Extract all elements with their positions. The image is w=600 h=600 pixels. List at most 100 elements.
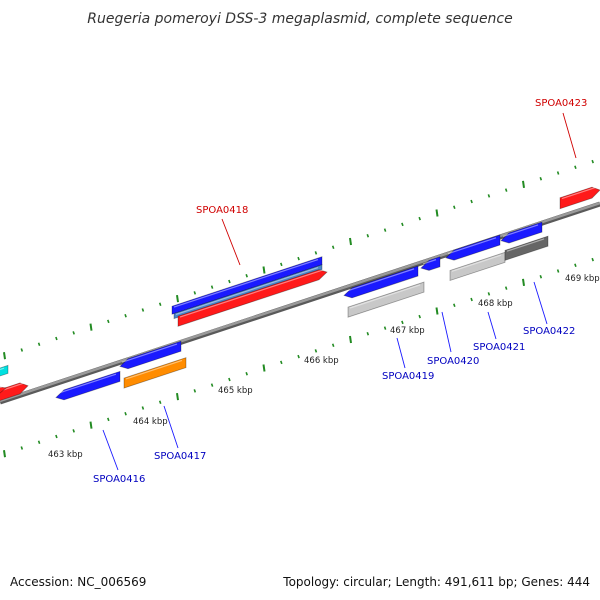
lower-track-tick (210, 383, 214, 387)
gene-label-spoa0421[interactable]: SPOA0421 (473, 342, 525, 353)
upper-track-tick (245, 274, 248, 278)
lower-track-tick (453, 303, 456, 307)
upper-track-tick (3, 352, 6, 360)
feature-left-cyan (0, 364, 9, 377)
lower-track-tick (574, 263, 577, 268)
feature-spoa0422-gray-body (504, 235, 549, 261)
upper-track-tick (37, 342, 41, 347)
upper-track-tick (158, 302, 162, 307)
callout-spoa0420 (441, 311, 452, 353)
lower-track-tick (37, 440, 41, 445)
feature-spoa0418-steel-highlight (175, 266, 319, 315)
feature-spoa0423-red-body (559, 186, 600, 210)
lower-track-tick (522, 278, 525, 287)
feature-spoa0419-gray-body (347, 281, 425, 318)
lower-track-tick (262, 364, 266, 372)
feature-spoa0422-gray (504, 235, 549, 261)
lower-track-tick (591, 257, 594, 262)
lower-track-tick (158, 400, 162, 405)
lower-track-tick (314, 349, 318, 353)
kbp-label-463: 463 kbp (48, 450, 83, 460)
lower-track-tick (470, 297, 473, 302)
upper-track-tick (418, 216, 421, 221)
feature-spoa0419-gray (347, 281, 425, 318)
kbp-labels: 463 kbp 464 kbp 465 kbp 466 kbp 467 kbp … (48, 274, 600, 460)
feature-spoa0417-blue-body (119, 340, 182, 370)
upper-track-tick (401, 222, 404, 227)
callout-spoa0418 (221, 218, 241, 266)
feature-spoa0422-blue-body (500, 221, 543, 244)
kbp-label-464: 464 kbp (133, 417, 168, 427)
feature-spoa0418-red-highlight (179, 269, 324, 318)
upper-track-tick (366, 234, 370, 238)
upper-track-tick (72, 331, 75, 335)
upper-track-tick (539, 176, 543, 181)
feature-spoa0420-body (420, 256, 441, 271)
gene-label-spoa0423[interactable]: SPOA0423 (535, 98, 587, 109)
lower-track-tick (487, 292, 491, 296)
feature-spoa0417-orange-highlight (125, 359, 183, 380)
upper-track-tick (591, 159, 594, 164)
feature-left-red-lower (0, 386, 7, 394)
upper-track-tick (470, 199, 473, 204)
feature-spoa0418-red (177, 269, 328, 327)
feature-left-cyan-highlight (0, 367, 5, 371)
upper-track-tick (349, 237, 352, 246)
feature-spoa0421-blue-body (445, 234, 501, 261)
feature-spoa0417-blue-highlight (121, 343, 178, 363)
feature-spoa0420-highlight (422, 259, 437, 265)
lower-track-tick (176, 392, 179, 401)
upper-track-tick (210, 285, 214, 289)
feature-spoa0422-blue (500, 221, 543, 244)
lower-track-tick (141, 406, 145, 410)
feature-spoa0417-orange-body (123, 357, 187, 389)
gene-label-spoa0422[interactable]: SPOA0422 (523, 326, 575, 337)
upper-track-tick (124, 313, 127, 318)
callout-spoa0416 (102, 429, 119, 471)
upper-track-tick (383, 228, 387, 232)
feature-spoa0417-blue (119, 340, 182, 370)
kbp-label-468: 468 kbp (478, 299, 513, 309)
lower-track-tick (20, 446, 24, 450)
lower-track-tick (228, 377, 231, 382)
gene-label-spoa0418[interactable]: SPOA0418 (196, 205, 248, 216)
upper-track-tick (435, 209, 439, 217)
feature-spoa0421-gray-body (449, 251, 506, 282)
feature-left-cyan-body (0, 364, 9, 377)
lower-track-tick (418, 314, 421, 319)
feature-left-red-lower-highlight (0, 386, 3, 389)
feature-left-red-body (0, 382, 29, 401)
tick-track-upper (3, 159, 594, 360)
feature-spoa0422-blue-highlight (502, 224, 539, 238)
lower-track-tick (124, 411, 127, 416)
upper-track-tick (574, 165, 577, 170)
upper-track-tick (193, 291, 197, 295)
gene-label-spoa0416[interactable]: SPOA0416 (93, 474, 145, 485)
feature-spoa0418-steel (173, 264, 323, 320)
upper-track-tick (314, 251, 318, 255)
tick-track-lower (3, 257, 594, 458)
gene-label-spoa0420[interactable]: SPOA0420 (427, 356, 479, 367)
upper-track-tick (453, 205, 456, 209)
feature-spoa0423-red (559, 186, 600, 210)
callout-spoa0419 (396, 337, 406, 369)
feature-spoa0419-blue-body (343, 265, 419, 299)
feature-spoa0421-gray (449, 251, 506, 282)
upper-track-tick (487, 194, 491, 198)
feature-spoa0418-red-body (177, 269, 328, 327)
lower-track-tick (331, 343, 335, 347)
upper-track-tick (280, 262, 283, 267)
feature-spoa0423-red-highlight (561, 186, 597, 200)
upper-track-tick (228, 279, 231, 284)
lower-track-tick (435, 307, 439, 315)
feature-spoa0416-highlight (57, 373, 117, 394)
kbp-label-465: 465 kbp (218, 386, 253, 396)
gene-labels: SPOA0416 SPOA0417 SPOA0418 SPOA0419 SPOA… (93, 98, 587, 485)
upper-track-tick (522, 180, 525, 189)
gene-label-spoa0417[interactable]: SPOA0417 (154, 451, 206, 462)
gene-label-spoa0419[interactable]: SPOA0419 (382, 371, 434, 382)
upper-track-tick (262, 266, 266, 274)
callout-spoa0421 (487, 311, 497, 340)
feature-spoa0419-blue (343, 265, 419, 299)
